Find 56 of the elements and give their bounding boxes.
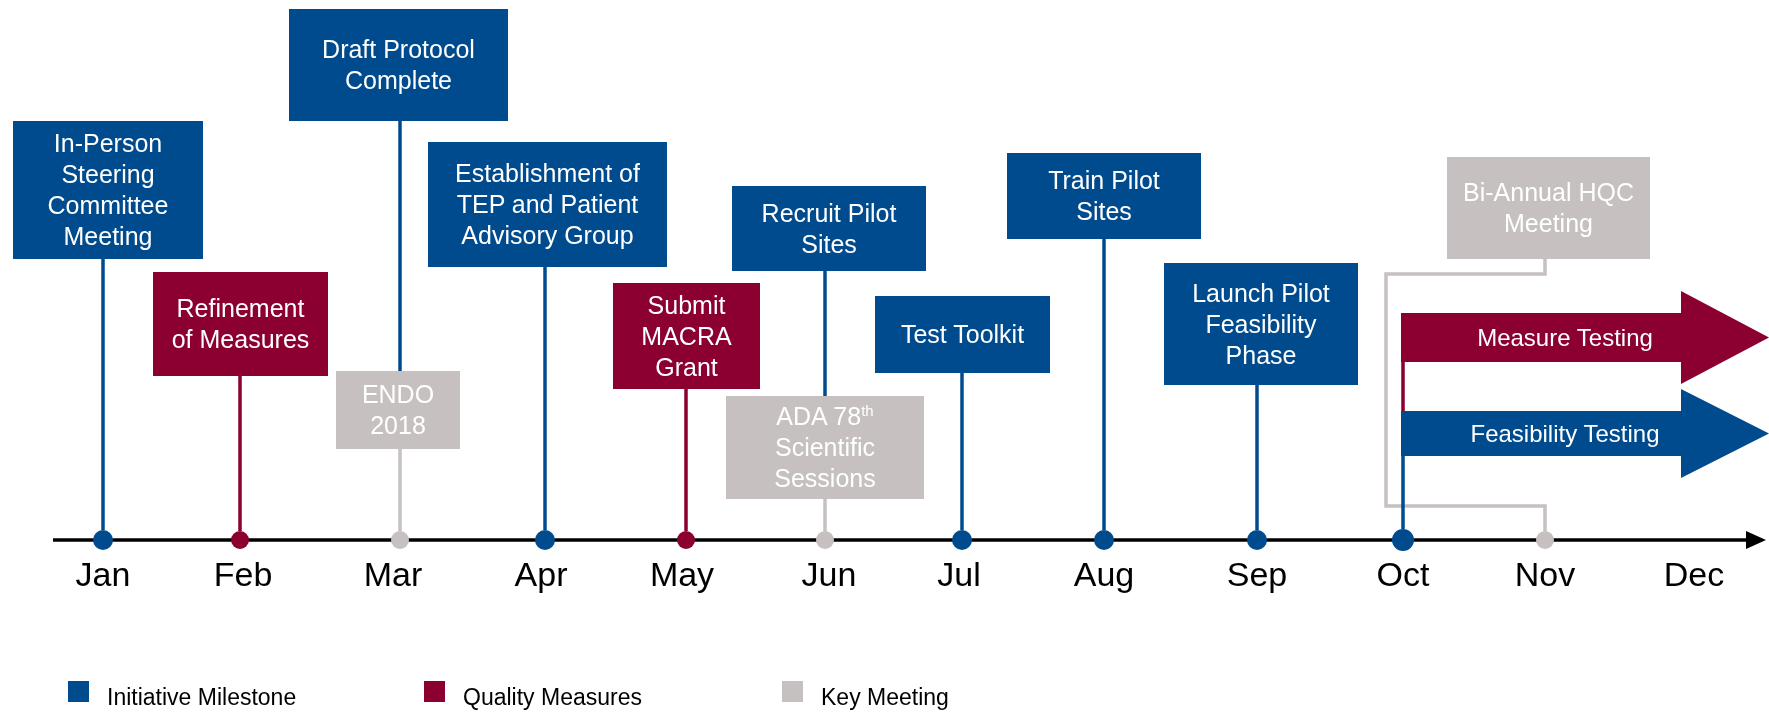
stem-line	[1384, 259, 1547, 531]
stem-line	[1102, 239, 1106, 530]
timeline-dot	[1247, 530, 1267, 550]
stem-line	[398, 449, 402, 531]
milestone-box: Draft Protocol Complete	[289, 9, 508, 121]
milestone-box: Recruit Pilot Sites	[732, 186, 926, 271]
stem-line	[101, 259, 105, 530]
month-label: Nov	[1514, 555, 1576, 594]
stem-line	[1401, 362, 1405, 411]
milestone-box: Submit MACRA Grant	[613, 283, 760, 389]
stem-line	[1255, 385, 1259, 530]
stem-line	[684, 389, 688, 531]
timeline-dot	[1392, 529, 1414, 551]
month-label: May	[649, 555, 715, 594]
arrow-banner	[1401, 389, 1769, 478]
legend-label: Initiative Milestone	[107, 684, 297, 711]
month-label: Jul	[937, 555, 981, 594]
month-label: Mar	[363, 555, 423, 594]
stem-line	[398, 121, 402, 371]
milestone-box: In-Person Steering Committee Meeting	[13, 121, 203, 259]
stem-line	[1401, 456, 1405, 529]
meeting-box: ADA 78$^{th}$ Scientific Sessions	[726, 396, 924, 499]
stem-line	[823, 271, 827, 396]
banner-label: Measure Testing	[1477, 323, 1653, 352]
stem-line	[543, 267, 547, 530]
month-label: Dec	[1663, 555, 1725, 594]
stem-line	[823, 499, 827, 531]
timeline-dot	[1094, 530, 1114, 550]
legend-label: Quality Measures	[463, 684, 642, 711]
meeting-box: ENDO 2018	[336, 371, 460, 449]
milestone-box: Launch Pilot Feasibility Phase	[1164, 263, 1358, 385]
timeline-dot	[535, 530, 555, 550]
arrow-banner	[1401, 291, 1769, 384]
month-label: Oct	[1376, 555, 1430, 594]
legend-label: Key Meeting	[821, 684, 949, 711]
banner-label: Feasibility Testing	[1470, 419, 1660, 448]
timeline-dot	[677, 531, 695, 549]
milestone-box: Test Toolkit	[875, 296, 1050, 373]
month-label: Apr	[514, 555, 568, 594]
stem-line	[238, 376, 242, 531]
meeting-box: Bi-Annual HQC Meeting	[1447, 157, 1650, 259]
month-label: Sep	[1226, 555, 1288, 594]
timeline-dot	[231, 531, 249, 549]
timeline-dot	[1536, 531, 1554, 549]
stem-line	[960, 373, 964, 530]
milestone-box: Establishment of TEP and Patient Advisory Group	[428, 142, 667, 267]
month-label: Feb	[213, 555, 273, 594]
month-label: Jan	[75, 555, 131, 594]
month-label: Jun	[801, 555, 857, 594]
timeline-dot	[391, 531, 409, 549]
milestone-box: Train Pilot Sites	[1007, 153, 1201, 239]
milestone-box: Refinement of Measures	[153, 272, 328, 376]
timeline-dot	[952, 530, 972, 550]
timeline-dot	[816, 531, 834, 549]
timeline-dot	[93, 530, 113, 550]
month-label: Aug	[1073, 555, 1135, 594]
